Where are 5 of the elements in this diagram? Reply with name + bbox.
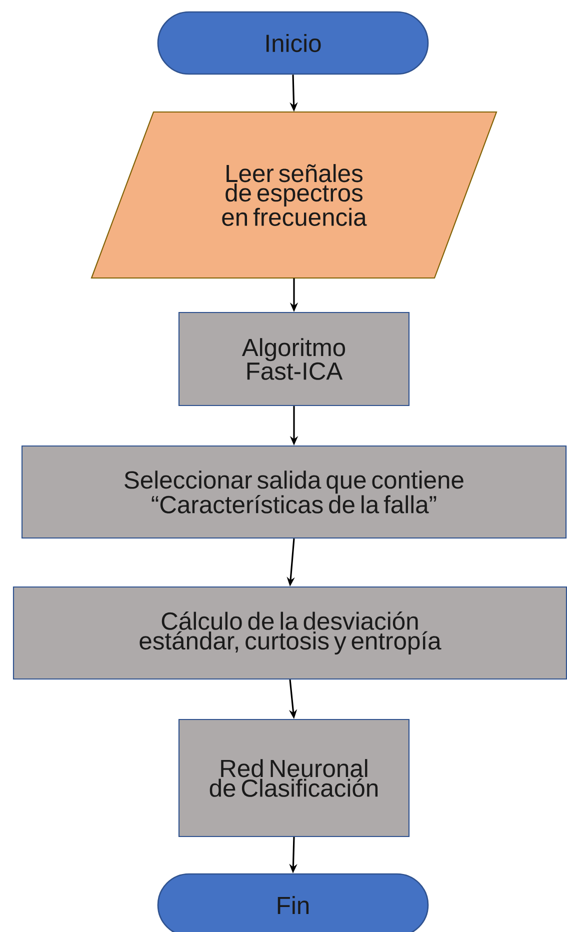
process-box: Cálculo de la desviación estándar, curtosis y entropía [12,586,567,680]
input-parallelogram: Leer señales de espectros en frecuencia [90,111,498,279]
process-box: Algoritmo Fast-ICA [178,312,410,406]
process-box: Seleccionar salida que contiene “Características de la falla” [21,445,567,539]
process-box: Red Neuronal de Clasificación [178,718,410,838]
